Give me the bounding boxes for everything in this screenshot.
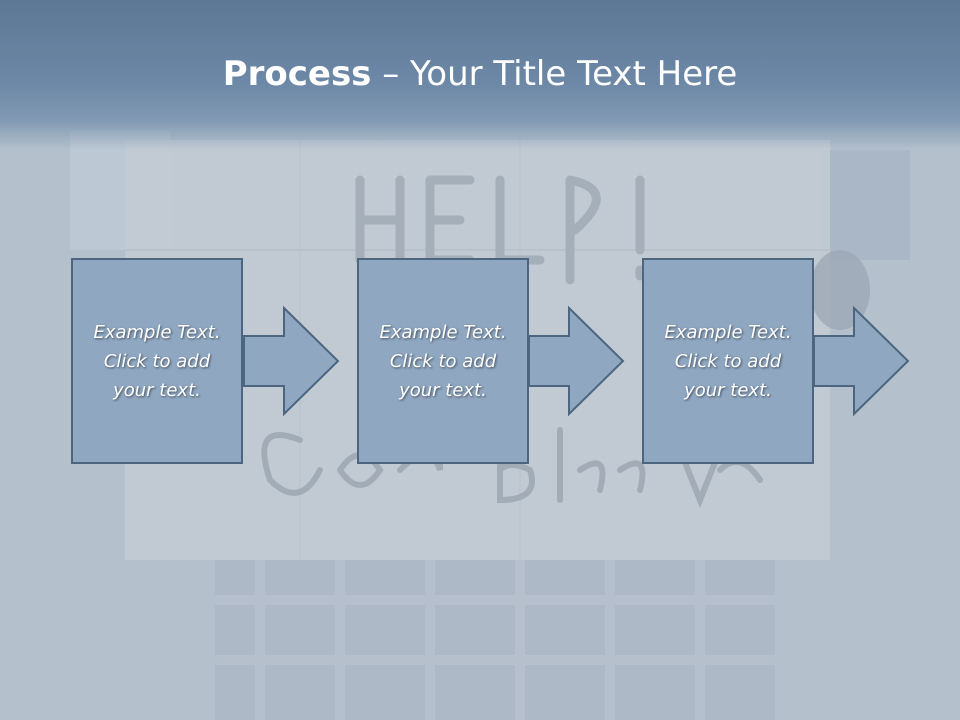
arrow-right-icon: [528, 306, 625, 416]
arrow-right-icon: [813, 306, 910, 416]
process-step-box[interactable]: Example Text. Click to add your text.: [642, 258, 814, 464]
title-band: [0, 0, 960, 150]
process-step-box[interactable]: Example Text. Click to add your text.: [71, 258, 243, 464]
title-bold-text: Process: [222, 54, 372, 94]
process-step-box[interactable]: Example Text. Click to add your text.: [357, 258, 529, 464]
arrow-right-icon: [243, 306, 340, 416]
title-rest-text: – Your Title Text Here: [371, 54, 738, 94]
slide-title[interactable]: Process – Your Title Text Here: [0, 50, 960, 98]
process-step-text: Example Text. Click to add your text.: [664, 321, 792, 401]
process-step-text: Example Text. Click to add your text.: [379, 321, 507, 401]
process-step-text: Example Text. Click to add your text.: [93, 321, 221, 401]
